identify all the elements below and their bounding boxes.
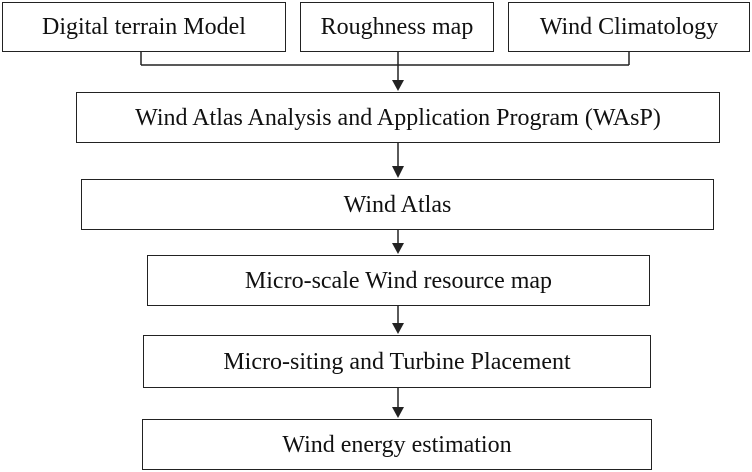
step-box-energy-estimation: Wind energy estimation (142, 419, 652, 470)
input-box-roughness-map: Roughness map (300, 2, 494, 52)
arrowhead-to-energy (392, 407, 404, 418)
step-label-wind-atlas: Wind Atlas (343, 191, 452, 218)
step-box-wind-atlas: Wind Atlas (81, 179, 714, 230)
input-label-wind-climatology: Wind Climatology (539, 14, 719, 40)
input-box-wind-climatology: Wind Climatology (508, 2, 750, 52)
arrowhead-to-siting (392, 323, 404, 334)
arrowhead-to-wasp (392, 80, 404, 91)
input-label-digital-terrain-model: Digital terrain Model (42, 14, 246, 40)
input-box-digital-terrain-model: Digital terrain Model (2, 2, 286, 52)
input-label-roughness-map: Roughness map (320, 14, 474, 40)
step-label-wasp: Wind Atlas Analysis and Application Prog… (135, 104, 661, 131)
step-box-micro-scale-map: Micro-scale Wind resource map (147, 255, 650, 306)
step-label-micro-scale-map: Micro-scale Wind resource map (244, 267, 553, 294)
step-box-wasp: Wind Atlas Analysis and Application Prog… (76, 92, 720, 143)
step-box-micro-siting: Micro-siting and Turbine Placement (143, 335, 651, 388)
arrowhead-to-atlas (392, 166, 404, 178)
step-label-micro-siting: Micro-siting and Turbine Placement (223, 348, 571, 375)
arrowhead-to-micro (392, 243, 404, 254)
step-label-energy-estimation: Wind energy estimation (282, 431, 512, 458)
